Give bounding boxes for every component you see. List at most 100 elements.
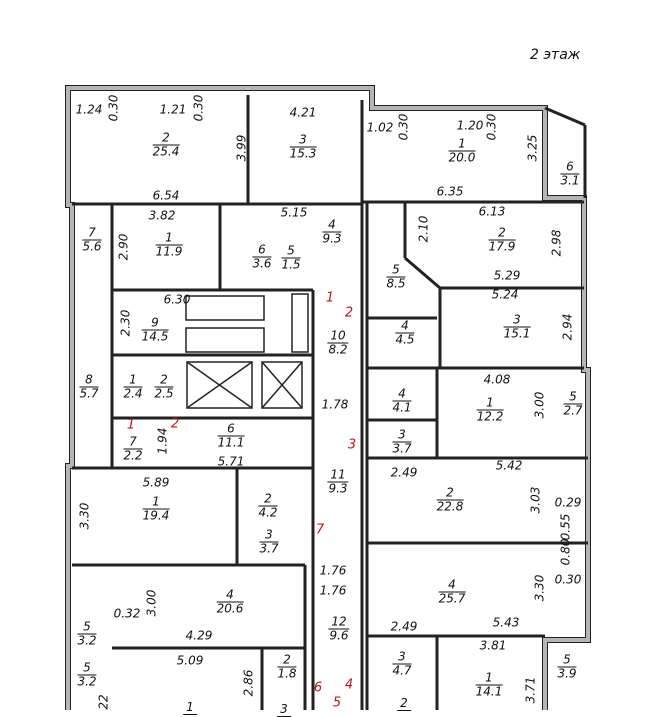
dimension: 1.21	[159, 102, 187, 117]
dimension: 3.30	[532, 574, 547, 602]
dimension: 3.71	[523, 676, 538, 704]
door-number: 2	[170, 416, 180, 432]
dimension: 22	[96, 694, 111, 710]
floor-title: 2 этаж	[530, 47, 581, 63]
dimension: 5.89	[142, 475, 170, 490]
dimension: 5.43	[492, 615, 520, 630]
dimension: 3.00	[532, 391, 547, 419]
dimension: 0.30	[484, 113, 499, 141]
dimension: 2.49	[390, 465, 418, 480]
dimension: 0.55	[558, 513, 573, 541]
dimension: 0.29	[554, 495, 582, 510]
dimension: 0.30	[191, 94, 206, 122]
dimension: 3.99	[234, 134, 249, 162]
door-number: 1	[325, 290, 335, 306]
room-label: 1	[183, 701, 197, 715]
dimension: 1.94	[155, 427, 170, 455]
dimension: 1.76	[319, 583, 347, 598]
dimension: 2.98	[549, 229, 564, 257]
dimension: 0.32	[113, 606, 141, 621]
dimension: 6.30	[163, 292, 191, 307]
dimension: 5.15	[280, 205, 308, 220]
dimension: 3.00	[144, 589, 159, 617]
dimension: 6.13	[478, 204, 506, 219]
dimension: 0.30	[396, 113, 411, 141]
dimension: 2.86	[241, 669, 256, 697]
dimension: 3.30	[77, 502, 92, 530]
door-number: 4	[344, 677, 354, 693]
dimension: 2.30	[118, 309, 133, 337]
door-number: 3	[347, 437, 357, 453]
door-number: 1	[126, 417, 136, 433]
dimension: 1.78	[321, 397, 349, 412]
dimension: 0.80	[558, 538, 573, 566]
dimension: 1.76	[319, 563, 347, 578]
dimension: 1.20	[456, 118, 484, 133]
dimension: 0.30	[554, 572, 582, 587]
dimension: 2.49	[390, 619, 418, 634]
door-number: 5	[332, 695, 342, 711]
dimension: 1.24	[75, 102, 103, 117]
dimension: 6.54	[152, 188, 180, 203]
partitions	[72, 95, 588, 710]
dimension: 6.35	[436, 184, 464, 199]
dimension: 2.10	[416, 215, 431, 243]
dimension: 5.09	[176, 653, 204, 668]
dimension: 3.03	[528, 486, 543, 514]
dimension: 5.24	[491, 287, 519, 302]
stairs-and-elevators	[185, 293, 309, 409]
dimension: 2.90	[116, 233, 131, 261]
room-label: 2	[397, 697, 411, 711]
dimension: 5.71	[217, 454, 245, 469]
room-label: 3	[277, 703, 291, 717]
dimension: 3.25	[525, 134, 540, 162]
door-number: 2	[344, 305, 354, 321]
dimension: 0.30	[106, 94, 121, 122]
dimension: 4.21	[289, 105, 317, 120]
dimension: 2.94	[560, 313, 575, 341]
door-number: 7	[315, 522, 325, 538]
dimension: 3.82	[148, 208, 176, 223]
dimension: 4.08	[483, 372, 511, 387]
dimension: 1.02	[366, 120, 394, 135]
door-number: 6	[313, 680, 323, 696]
